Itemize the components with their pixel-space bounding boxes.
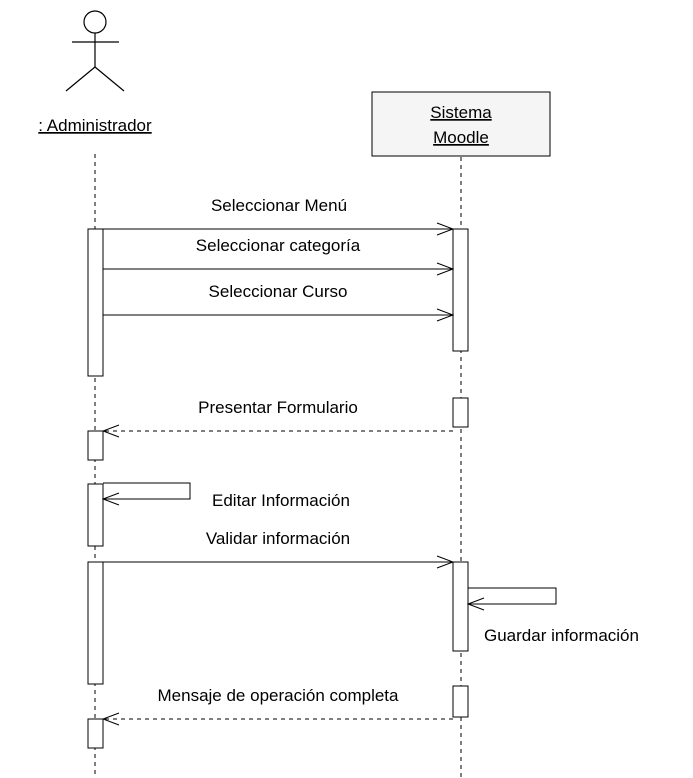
actor-activation-4 [87, 561, 104, 685]
message-label-seleccionar-categoria: Seleccionar categoría [196, 236, 361, 255]
system-activation-1 [452, 228, 469, 352]
message-label-mensaje-operacion: Mensaje de operación completa [158, 686, 400, 705]
message-label-presentar-formulario: Presentar Formulario [198, 398, 358, 417]
self-message-arrow-guardar-informacion [468, 587, 557, 604]
self-message-arrow-editar-informacion [103, 482, 191, 499]
actor-label: : Administrador [38, 116, 152, 135]
system-label-line2: Moodle [433, 128, 489, 147]
message-label-editar-informacion: Editar Información [212, 491, 350, 510]
message-label-seleccionar-curso: Seleccionar Curso [209, 282, 348, 301]
actor-activation-5 [87, 718, 104, 749]
system-activation-4 [452, 685, 469, 718]
actor-activation-1 [87, 228, 104, 377]
actor-activation-3 [87, 483, 104, 547]
system-activation-3 [452, 561, 469, 652]
system-label-line1: Sistema [430, 103, 492, 122]
message-label-validar-informacion: Validar información [206, 529, 350, 548]
system-object-box: Sistema Moodle [371, 91, 551, 157]
actor-figure-icon [65, 10, 125, 92]
system-activation-2 [452, 397, 469, 428]
message-label-seleccionar-menu: Seleccionar Menú [211, 196, 347, 215]
message-label-guardar-informacion: Guardar información [484, 626, 639, 645]
actor-activation-2 [87, 430, 104, 461]
